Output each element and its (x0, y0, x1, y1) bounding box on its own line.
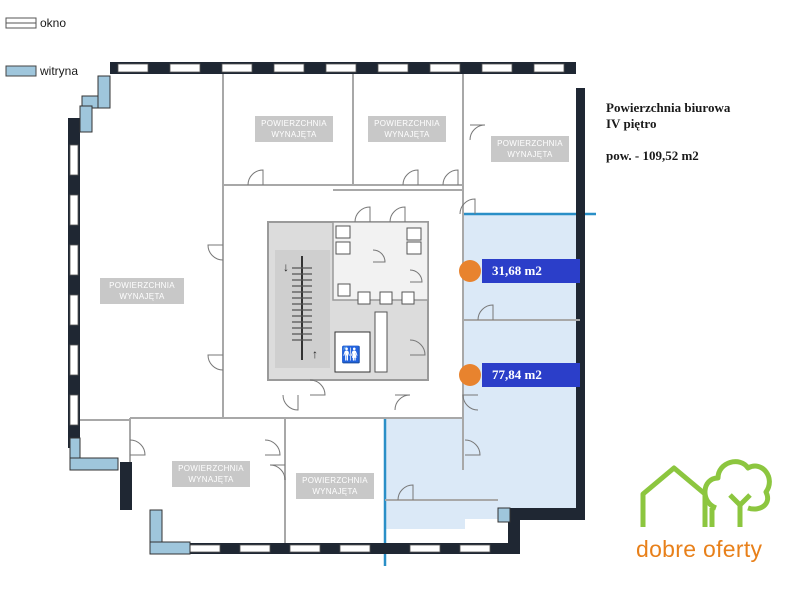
svg-text:🚻: 🚻 (341, 345, 361, 364)
left-windows (69, 144, 79, 426)
svg-text:↑: ↑ (312, 347, 318, 361)
unit-area-tag-1[interactable]: 31,68 m2 (482, 259, 580, 283)
door-swings (129, 124, 494, 501)
unit-area-tag-2[interactable]: 77,84 m2 (482, 363, 580, 387)
info-title: Powierzchnia biurowa (606, 100, 731, 115)
bottom-windows (189, 544, 491, 553)
unit-marker-2[interactable] (459, 364, 481, 386)
legend-storefront-label: witryna (40, 64, 79, 78)
legend-window-label: okno (40, 16, 67, 30)
logo-house-icon (640, 459, 772, 527)
rented-room-label: POWIERZCHNIA WYNAJĘTA (491, 136, 569, 162)
rented-room-label: POWIERZCHNIA WYNAJĘTA (172, 461, 250, 487)
svg-text:↓: ↓ (283, 260, 289, 274)
info-area: pow. - 109,52 m2 (606, 148, 699, 163)
rented-room-label: POWIERZCHNIA WYNAJĘTA (100, 278, 184, 304)
building-core: ↓ ↑ 🚻 (267, 221, 429, 381)
rented-room-label: POWIERZCHNIA WYNAJĘTA (296, 473, 374, 499)
rented-room-label: POWIERZCHNIA WYNAJĘTA (368, 116, 446, 142)
unit-marker-1[interactable] (459, 260, 481, 282)
legend-storefront-swatch (5, 65, 37, 77)
brand-logo-text: dobre oferty (636, 536, 763, 562)
info-floor: IV piętro (606, 116, 657, 131)
storefront-segments (69, 75, 511, 555)
top-windows (117, 63, 565, 73)
rented-room-label: POWIERZCHNIA WYNAJĘTA (255, 116, 333, 142)
